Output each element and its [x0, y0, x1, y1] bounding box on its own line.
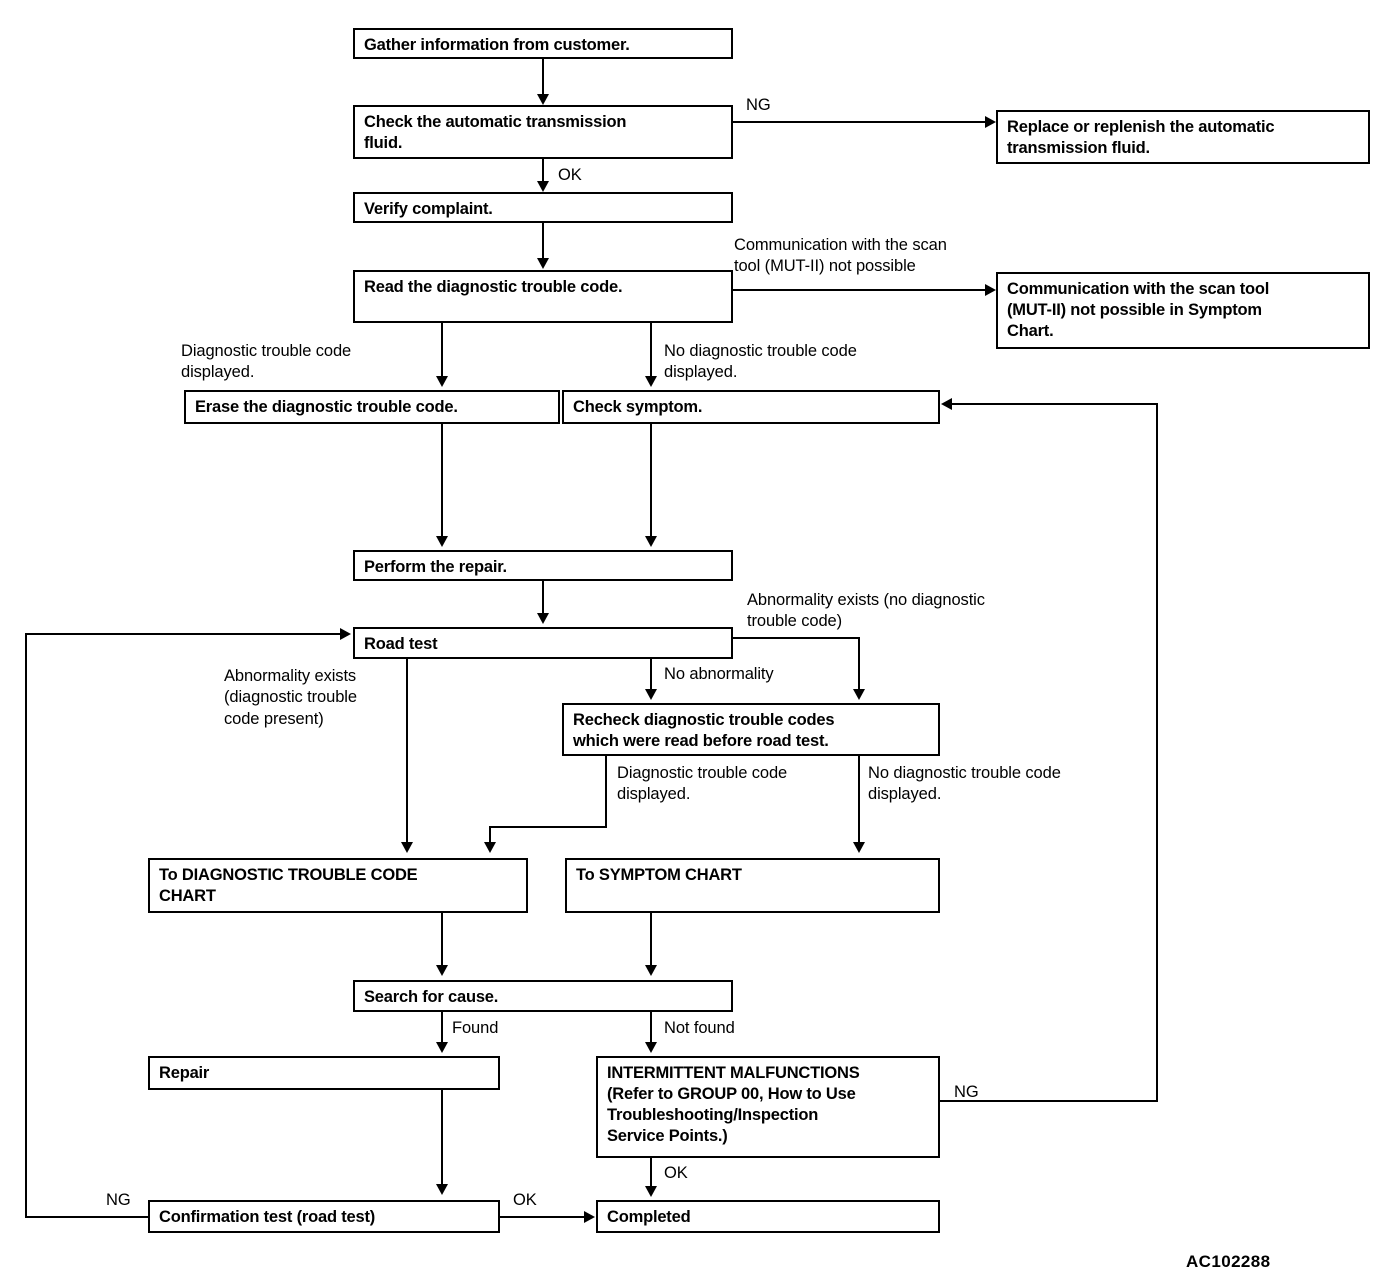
arrowhead-down — [484, 842, 496, 853]
edge-label-no-dtc-displayed-2: No diagnostic trouble code displayed. — [868, 764, 1061, 804]
node-recheck-diagnostic-trouble-codes[interactable]: Recheck diagnostic trouble codes which w… — [562, 703, 940, 756]
connector-erase-to-perform — [441, 424, 443, 537]
edge-label-no-dtc-displayed-1: No diagnostic trouble code displayed. — [664, 342, 857, 382]
arrowhead-right — [584, 1211, 595, 1223]
edge-label-not-found: Not found — [664, 1019, 735, 1037]
node-search-for-cause[interactable]: Search for cause. — [353, 980, 733, 1012]
arrowhead-down — [537, 613, 549, 624]
edge-label-communication-scan-tool: Communication with the scan tool (MUT-II… — [734, 236, 947, 276]
connector-intermit-ng-h2 — [952, 403, 1158, 405]
node-replace-replenish-fluid[interactable]: Replace or replenish the automatic trans… — [996, 110, 1370, 164]
node-perform-the-repair[interactable]: Perform the repair. — [353, 550, 733, 581]
connector-roadtest-abn-dtc — [406, 659, 408, 844]
connector-readdtc-to-checksymptom — [650, 323, 652, 377]
figure-reference-code: AC102288 — [1186, 1252, 1271, 1271]
arrowhead-right — [985, 284, 996, 296]
edge-label-abnormality-no-dtc: Abnormality exists (no diagnostic troubl… — [747, 591, 985, 631]
edge-label-abnormality-dtc-present: Abnormality exists (diagnostic trouble c… — [224, 667, 357, 728]
node-to-diagnostic-trouble-code-chart[interactable]: To DIAGNOSTIC TROUBLE CODE CHART — [148, 858, 528, 913]
arrowhead-down — [645, 536, 657, 547]
arrowhead-down — [537, 94, 549, 105]
edge-label-found: Found — [452, 1019, 499, 1037]
node-completed[interactable]: Completed — [596, 1200, 940, 1233]
arrowhead-down — [853, 689, 865, 700]
arrowhead-down — [645, 1186, 657, 1197]
node-intermittent-malfunctions[interactable]: INTERMITTENT MALFUNCTIONS (Refer to GROU… — [596, 1056, 940, 1158]
node-communication-not-possible[interactable]: Communication with the scan tool (MUT-II… — [996, 272, 1370, 349]
connector-readdtc-to-erase — [441, 323, 443, 377]
arrowhead-down — [645, 689, 657, 700]
connector-intermit-ng-h1 — [940, 1100, 1158, 1102]
arrowhead-right — [340, 628, 351, 640]
node-read-diagnostic-trouble-code[interactable]: Read the diagnostic trouble code. — [353, 270, 733, 323]
node-gather-information[interactable]: Gather information from customer. — [353, 28, 733, 59]
connector-verify-to-readdtc — [542, 223, 544, 259]
connector-confirm-ng-h1 — [25, 1216, 149, 1218]
arrowhead-down — [537, 181, 549, 192]
edge-label-ng-fluid: NG — [746, 96, 771, 114]
edge-label-dtc-displayed-1: Diagnostic trouble code displayed. — [181, 342, 352, 382]
arrowhead-left — [941, 398, 952, 410]
connector-readdtc-commfail — [733, 289, 985, 291]
connector-recheck-dtc-v2 — [489, 826, 491, 844]
edge-label-ok-confirmation: OK — [513, 1191, 537, 1209]
connector-confirm-ng-h2 — [25, 633, 341, 635]
connector-recheck-nodtc — [858, 756, 860, 844]
arrowhead-right — [985, 116, 996, 128]
arrowhead-down — [436, 536, 448, 547]
node-verify-complaint[interactable]: Verify complaint. — [353, 192, 733, 223]
arrowhead-down — [436, 965, 448, 976]
node-repair[interactable]: Repair — [148, 1056, 500, 1090]
arrowhead-down — [645, 1042, 657, 1053]
node-to-symptom-chart[interactable]: To SYMPTOM CHART — [565, 858, 940, 913]
connector-todtc-to-search — [441, 913, 443, 967]
connector-search-notfound — [650, 1012, 652, 1044]
connector-recheck-dtc-h — [489, 826, 607, 828]
connector-search-found — [441, 1012, 443, 1044]
connector-roadtest-abn-nodtc-h — [733, 637, 860, 639]
connector-intermit-ng-v — [1156, 403, 1158, 1102]
arrowhead-down — [645, 376, 657, 387]
node-check-symptom[interactable]: Check symptom. — [562, 390, 940, 424]
connector-roadtest-abn-nodtc-v — [858, 637, 860, 691]
connector-checkfluid-ng — [733, 121, 985, 123]
arrowhead-down — [401, 842, 413, 853]
node-road-test[interactable]: Road test — [353, 627, 733, 659]
edge-label-no-abnormality: No abnormality — [664, 665, 774, 683]
connector-checksymptom-to-perform — [650, 424, 652, 537]
connector-confirm-ok — [500, 1216, 585, 1218]
edge-label-ok-fluid: OK — [558, 166, 582, 184]
connector-tosymptom-to-search — [650, 913, 652, 967]
arrowhead-down — [537, 258, 549, 269]
connector-recheck-dtc-v1 — [605, 756, 607, 828]
arrowhead-down — [436, 376, 448, 387]
edge-label-ng-intermittent: NG — [954, 1083, 979, 1101]
arrowhead-down — [853, 842, 865, 853]
arrowhead-down — [436, 1184, 448, 1195]
arrowhead-down — [645, 965, 657, 976]
connector-gather-to-checkfluid — [542, 59, 544, 95]
edge-label-ng-confirmation: NG — [106, 1191, 131, 1209]
connector-repair-to-confirm — [441, 1090, 443, 1186]
arrowhead-down — [436, 1042, 448, 1053]
edge-label-ok-intermittent: OK — [664, 1164, 688, 1182]
node-erase-diagnostic-trouble-code[interactable]: Erase the diagnostic trouble code. — [184, 390, 560, 424]
connector-perform-to-roadtest — [542, 581, 544, 615]
connector-confirm-ng-v — [25, 633, 27, 1218]
connector-roadtest-to-recheck — [650, 659, 652, 691]
connector-checkfluid-to-verify — [542, 159, 544, 183]
node-confirmation-test[interactable]: Confirmation test (road test) — [148, 1200, 500, 1233]
edge-label-dtc-displayed-2: Diagnostic trouble code displayed. — [617, 764, 788, 804]
node-check-transmission-fluid[interactable]: Check the automatic transmission fluid. — [353, 105, 733, 159]
connector-intermit-ok — [650, 1158, 652, 1188]
